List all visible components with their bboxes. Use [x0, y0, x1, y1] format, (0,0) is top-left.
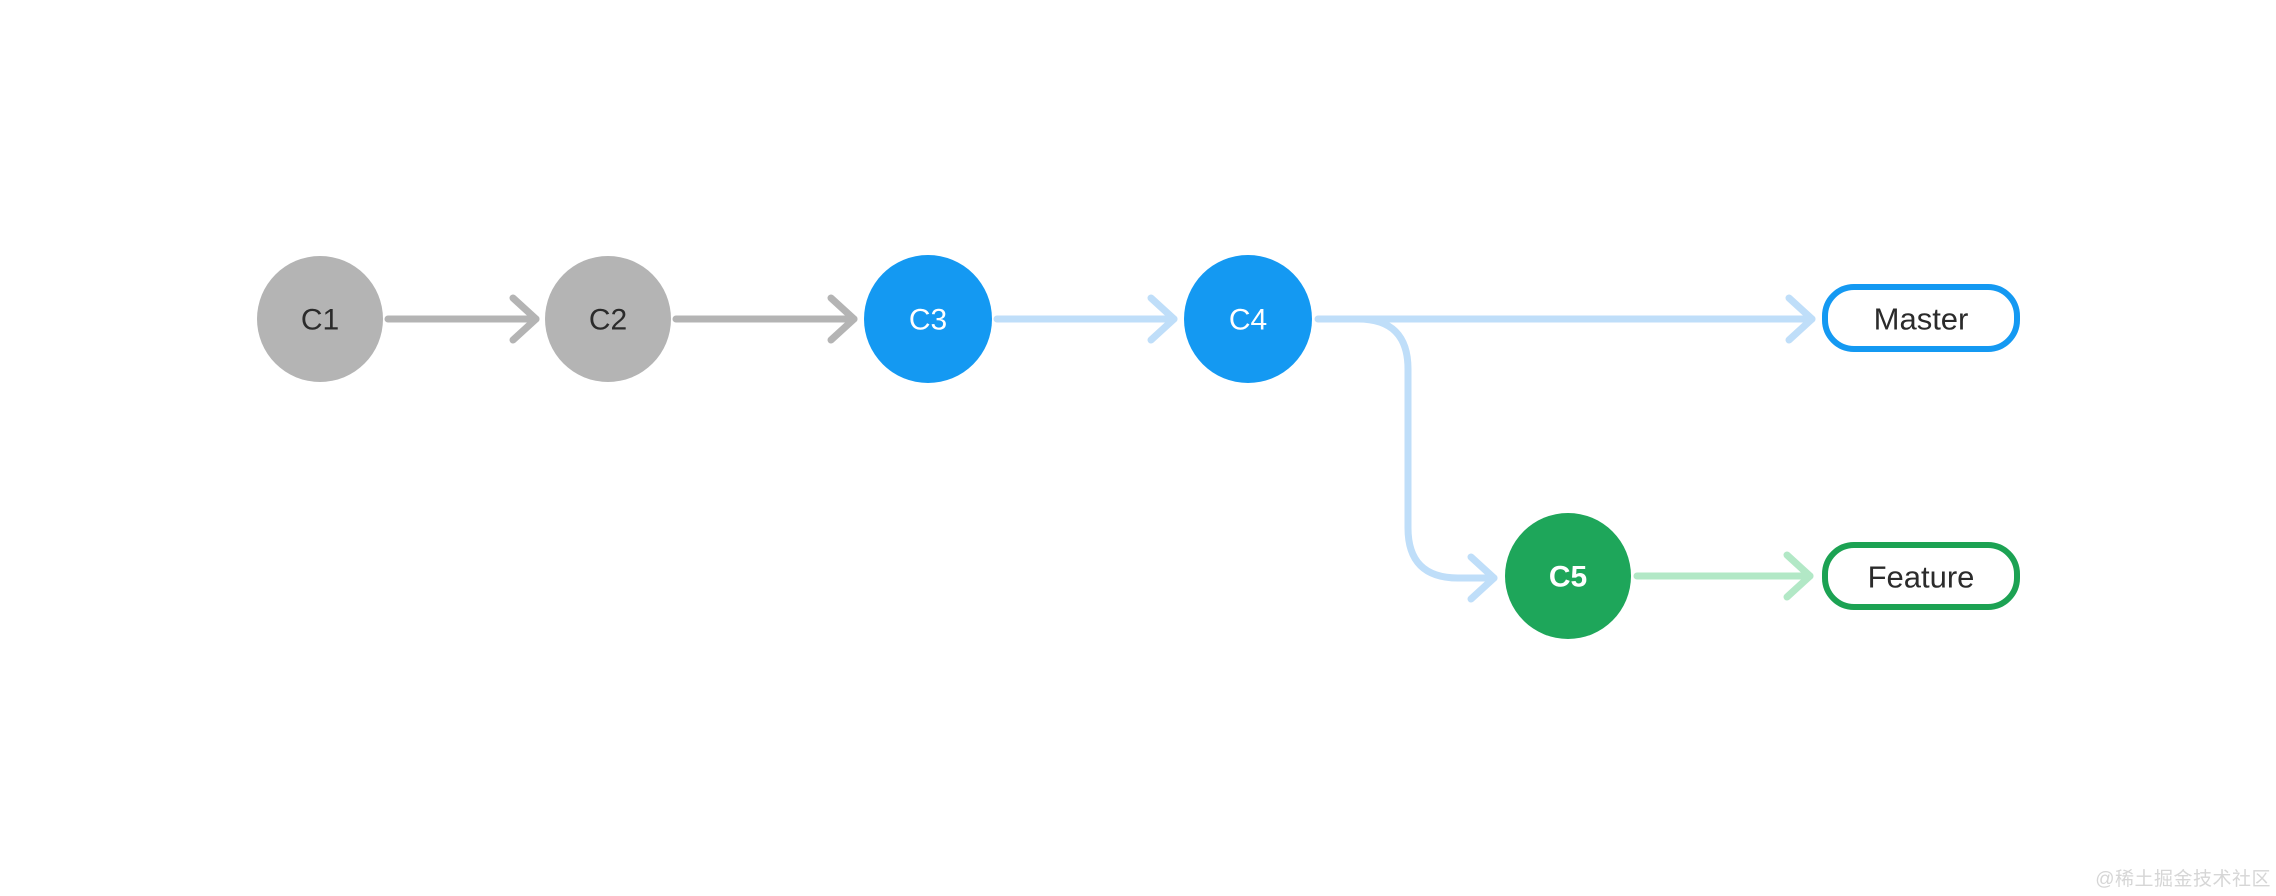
branch-label-master: Master: [1822, 284, 2020, 352]
commit-circle-c5: [1505, 513, 1631, 639]
commit-node-c5: C5: [1505, 513, 1631, 639]
branch-label-feature: Feature: [1822, 542, 2020, 610]
branch-pill-master: [1822, 284, 2020, 352]
branch-name-master: Master: [1874, 302, 1969, 337]
commit-node-c4: C4: [1184, 255, 1312, 383]
commit-node-c1: C1: [257, 256, 383, 382]
edges-layer: [384, 294, 1816, 603]
commit-label-c3: C3: [909, 304, 947, 337]
commit-node-c3: C3: [864, 255, 992, 383]
watermark-text: @稀土掘金技术社区: [2095, 869, 2271, 890]
commit-circle-c4: [1184, 255, 1312, 383]
commit-circle-c1: [257, 256, 383, 382]
branch-pill-feature: [1822, 542, 2020, 610]
commit-label-c5: C5: [1549, 561, 1587, 594]
commit-label-c4: C4: [1229, 304, 1267, 337]
commit-label-c1: C1: [301, 304, 339, 337]
commit-circle-c3: [864, 255, 992, 383]
commit-circle-c2: [545, 256, 671, 382]
commit-label-c2: C2: [589, 304, 627, 337]
branch-name-feature: Feature: [1868, 560, 1975, 595]
edge-c4-c5: [1322, 315, 1498, 603]
commit-node-c2: C2: [545, 256, 671, 382]
